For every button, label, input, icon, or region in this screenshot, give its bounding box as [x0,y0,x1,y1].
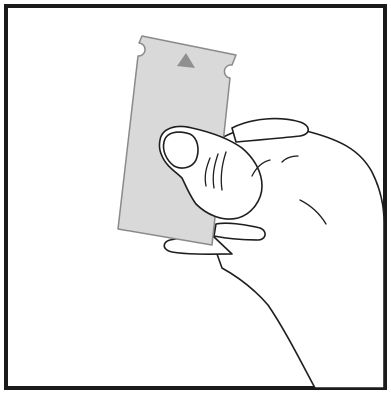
illustration-canvas [0,0,391,394]
illustration-frame [0,0,391,394]
